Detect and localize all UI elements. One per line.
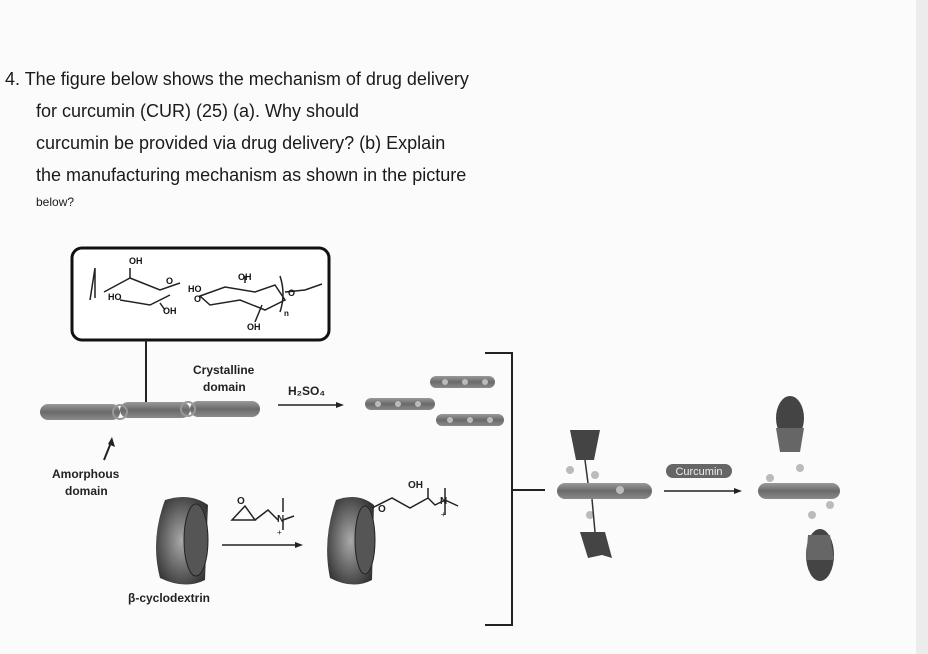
label-o-3: O [288, 288, 295, 298]
question-line-3: curcumin be provided via drug delivery? … [36, 133, 446, 153]
amorphous-domain-label: domain [65, 484, 108, 498]
cellulose-structure-box: OH OH HO HO OH OH O O O n [70, 246, 331, 342]
label-oh-top-2: OH [238, 272, 252, 282]
label-o-1: O [166, 276, 173, 286]
curcumin-loaded-complex [758, 396, 840, 581]
cellulose-nanocrystals [365, 376, 504, 426]
cnc-cyclodextrin-complex [557, 430, 652, 558]
label-n-subscript: n [284, 309, 289, 318]
question-line-5: below? [36, 195, 75, 209]
quat-nitrogen-1: N [277, 514, 284, 525]
epoxide-oxygen: O [237, 496, 245, 507]
product-hydroxyl: OH [408, 480, 423, 491]
question-line-4: the manufacturing mechanism as shown in … [36, 165, 467, 185]
crystalline-domain-label: domain [203, 380, 246, 394]
combination-bracket [485, 352, 545, 626]
label-ho-mid: HO [188, 284, 202, 294]
amorphous-label: Amorphous [52, 467, 120, 481]
label-oh-bot-2: OH [247, 322, 261, 332]
reagent-label: H₂SO₄ [288, 384, 325, 398]
crystalline-label: Crystalline [193, 363, 255, 377]
label-ho-left: HO [108, 292, 122, 302]
quat-nitrogen-2: N [440, 496, 447, 507]
label-oh-bot-1: OH [163, 306, 177, 316]
quat-plus-2: + [441, 510, 446, 519]
label-o-2: O [194, 294, 201, 304]
curcumin-badge [666, 464, 732, 478]
scrollbar-track[interactable] [916, 0, 928, 654]
question-line-1: 4. The figure below shows the mechanism … [5, 69, 469, 89]
curcumin-label: Curcumin [675, 466, 722, 478]
beta-cyclodextrin-molecule [156, 496, 209, 585]
quat-plus-1: + [277, 528, 282, 537]
beta-cyclodextrin-label: β-cyclodextrin [128, 591, 210, 605]
epoxide-reagent [230, 498, 295, 530]
question-text: 4. The figure below shows the mechanism … [5, 63, 469, 213]
question-line-2: for curcumin (CUR) (25) (a). Why should [36, 101, 360, 121]
product-oxygen: O [378, 504, 386, 515]
label-oh-top-1: OH [129, 256, 143, 266]
modified-cyclodextrin [327, 488, 459, 585]
cellulose-fiber [40, 401, 260, 420]
